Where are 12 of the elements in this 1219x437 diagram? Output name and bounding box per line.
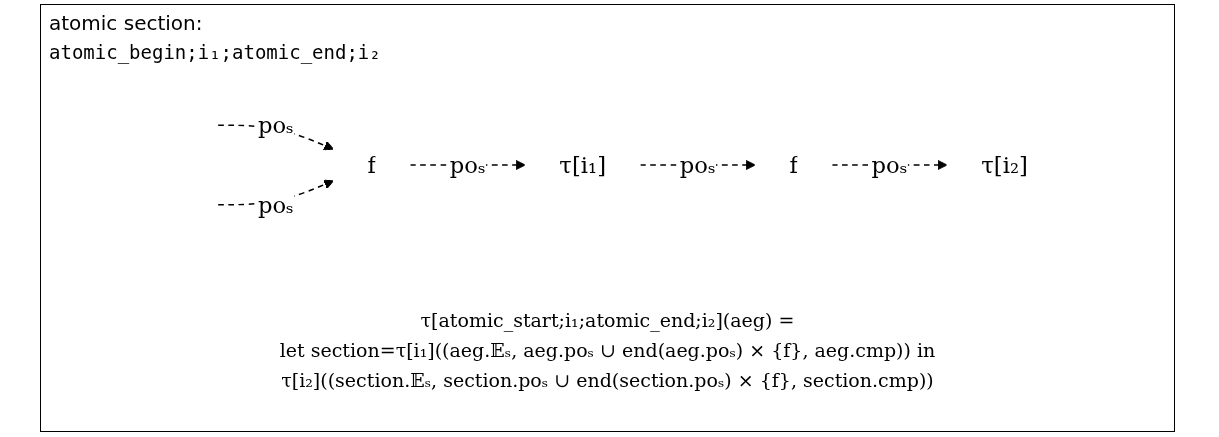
formula-line: let section=τ[i₁]((aeg.𝔼ₛ, aeg.poₛ ∪ end(aeg.poₛ) × {f}, aeg.cmp)) in [279,339,936,361]
heading-text: atomic section: [49,11,203,35]
formula-line: τ[atomic_start;i₁;atomic_end;i₂](aeg) = [420,309,795,331]
edge-label: poₛ [257,191,294,219]
node-text: τ[i₁] [559,151,606,179]
edge-label: poₛ [449,151,486,179]
formula-line: τ[i₂]((section.𝔼ₛ, section.poₛ ∪ end(section.poₛ) × {f}, section.cmp)) [281,369,934,391]
edge-label: poₛ [679,151,716,179]
node-text: τ[i₂] [981,151,1028,179]
code-text: atomic_begin;i₁;atomic_end;i₂ [49,41,381,63]
edge-label: poₛ [871,151,908,179]
edge-label: poₛ [257,111,294,139]
